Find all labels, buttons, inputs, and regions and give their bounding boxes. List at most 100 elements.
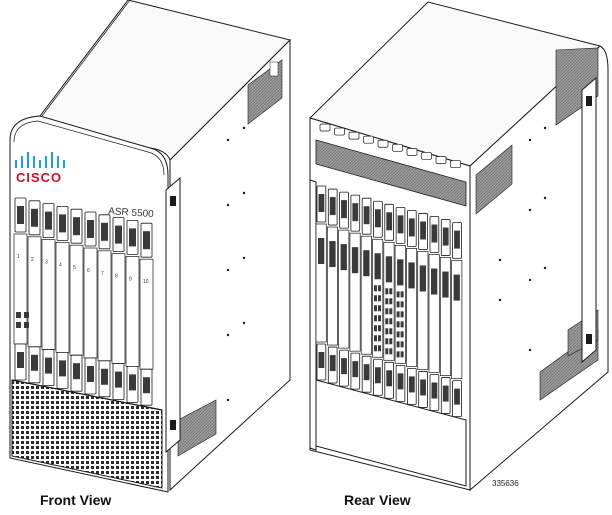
rear-card-status-block	[442, 271, 449, 298]
rear-ejector-top-handle	[442, 227, 449, 246]
slot-label: 10	[143, 279, 149, 285]
rear-card-status-block	[351, 247, 359, 274]
rear-card-status-block	[431, 268, 438, 295]
port	[400, 351, 404, 358]
ejector-top-handle	[115, 225, 122, 244]
port	[396, 291, 400, 298]
rear-ejector-bottom-handle	[454, 388, 460, 405]
port	[378, 315, 381, 322]
rear-card-status-block	[397, 259, 404, 286]
ejector-top-handle	[59, 214, 66, 233]
port	[385, 338, 389, 345]
rear-ejector-top-handle	[431, 224, 438, 243]
rear-ejector-bottom-handle	[341, 358, 347, 375]
rear-card-faceplate	[383, 241, 395, 361]
slot-label: 8	[115, 274, 118, 280]
ejector-bottom-handle	[31, 354, 38, 371]
port	[378, 325, 381, 332]
rear-card-faceplate	[451, 260, 463, 379]
port	[378, 285, 381, 292]
rear-ejector-top-handle	[363, 206, 370, 225]
vent-slot	[392, 143, 403, 152]
front-card-slots	[13, 233, 154, 370]
port	[389, 328, 393, 335]
rear-card-faceplate	[428, 254, 440, 373]
port	[396, 341, 400, 348]
port	[400, 291, 404, 298]
rear-card-faceplate	[349, 232, 361, 352]
rear-rack-ear	[581, 76, 597, 364]
vent-slot	[319, 123, 331, 132]
port	[396, 311, 400, 318]
ejector-top-handle	[17, 206, 24, 224]
port	[396, 321, 400, 328]
rear-card-faceplate	[360, 235, 372, 355]
slot-label: 1	[17, 254, 20, 260]
port	[389, 348, 393, 355]
rear-card-status-block	[408, 262, 415, 289]
vent-slot	[450, 160, 461, 168]
rear-ejector-top-handle	[386, 212, 393, 231]
port	[374, 305, 377, 312]
rear-top-vent-slots	[319, 123, 461, 168]
slot-label: 2	[31, 257, 34, 263]
card-faceplate	[139, 258, 154, 370]
ejector-bottom-handle	[59, 360, 66, 377]
rear-side-shade-upper	[475, 144, 513, 215]
rear-card-faceplate	[372, 238, 384, 358]
port	[389, 308, 393, 315]
figure-number: 335636	[492, 479, 519, 488]
rear-ejector-bottom-handle	[397, 373, 404, 390]
rear-card-status-block	[318, 238, 325, 264]
front-ejector-row-top	[14, 197, 153, 258]
port	[389, 338, 393, 345]
ejector-bottom-handle	[129, 374, 136, 391]
ejector-bottom-handle	[143, 377, 150, 394]
port	[385, 298, 389, 305]
rear-card-faceplate	[394, 245, 406, 364]
front-card-led-blocks	[16, 312, 29, 328]
slot-label: 7	[101, 271, 104, 277]
rear-card-status-block	[419, 265, 426, 292]
vent-slot	[435, 156, 447, 164]
rear-ejector-bottom-handle	[442, 385, 449, 402]
rear-side-rivets	[498, 126, 547, 352]
rear-ejector-top-handle	[329, 197, 336, 216]
slot-label: 4	[59, 262, 62, 268]
slot-label: 9	[129, 276, 132, 282]
ejector-top-handle	[101, 222, 108, 241]
slot-label: 6	[87, 268, 90, 274]
port	[378, 295, 381, 302]
card-faceplate	[125, 256, 140, 367]
port	[400, 311, 404, 318]
rear-ejector-bottom-handle	[375, 367, 381, 384]
rear-ejector-top-handle	[352, 203, 359, 222]
rear-ejector-top-handle	[454, 230, 460, 249]
rear-card-status-block	[453, 274, 460, 301]
card-faceplate	[55, 242, 70, 353]
vent-slot	[363, 135, 374, 144]
port	[396, 331, 400, 338]
rear-view-caption: Rear View	[344, 492, 411, 508]
ejector-top-handle	[31, 208, 38, 227]
vent-slot	[421, 152, 432, 160]
rear-card-status-block	[385, 256, 393, 283]
port	[378, 335, 381, 342]
rear-ejector-row-bottom	[316, 343, 462, 418]
port	[378, 305, 381, 312]
port	[389, 318, 393, 325]
rear-ejector-top-handle	[375, 209, 381, 228]
cisco-logo: CISCO	[15, 152, 65, 185]
model-label: ASR 5500	[108, 206, 155, 220]
rear-card-slots	[315, 223, 463, 379]
port	[385, 348, 389, 355]
brand-wordmark: CISCO	[16, 170, 62, 185]
port	[385, 288, 389, 295]
port	[400, 341, 404, 348]
front-rack-ear	[165, 176, 181, 454]
port	[374, 335, 377, 342]
ejector-bottom-handle	[101, 368, 108, 385]
